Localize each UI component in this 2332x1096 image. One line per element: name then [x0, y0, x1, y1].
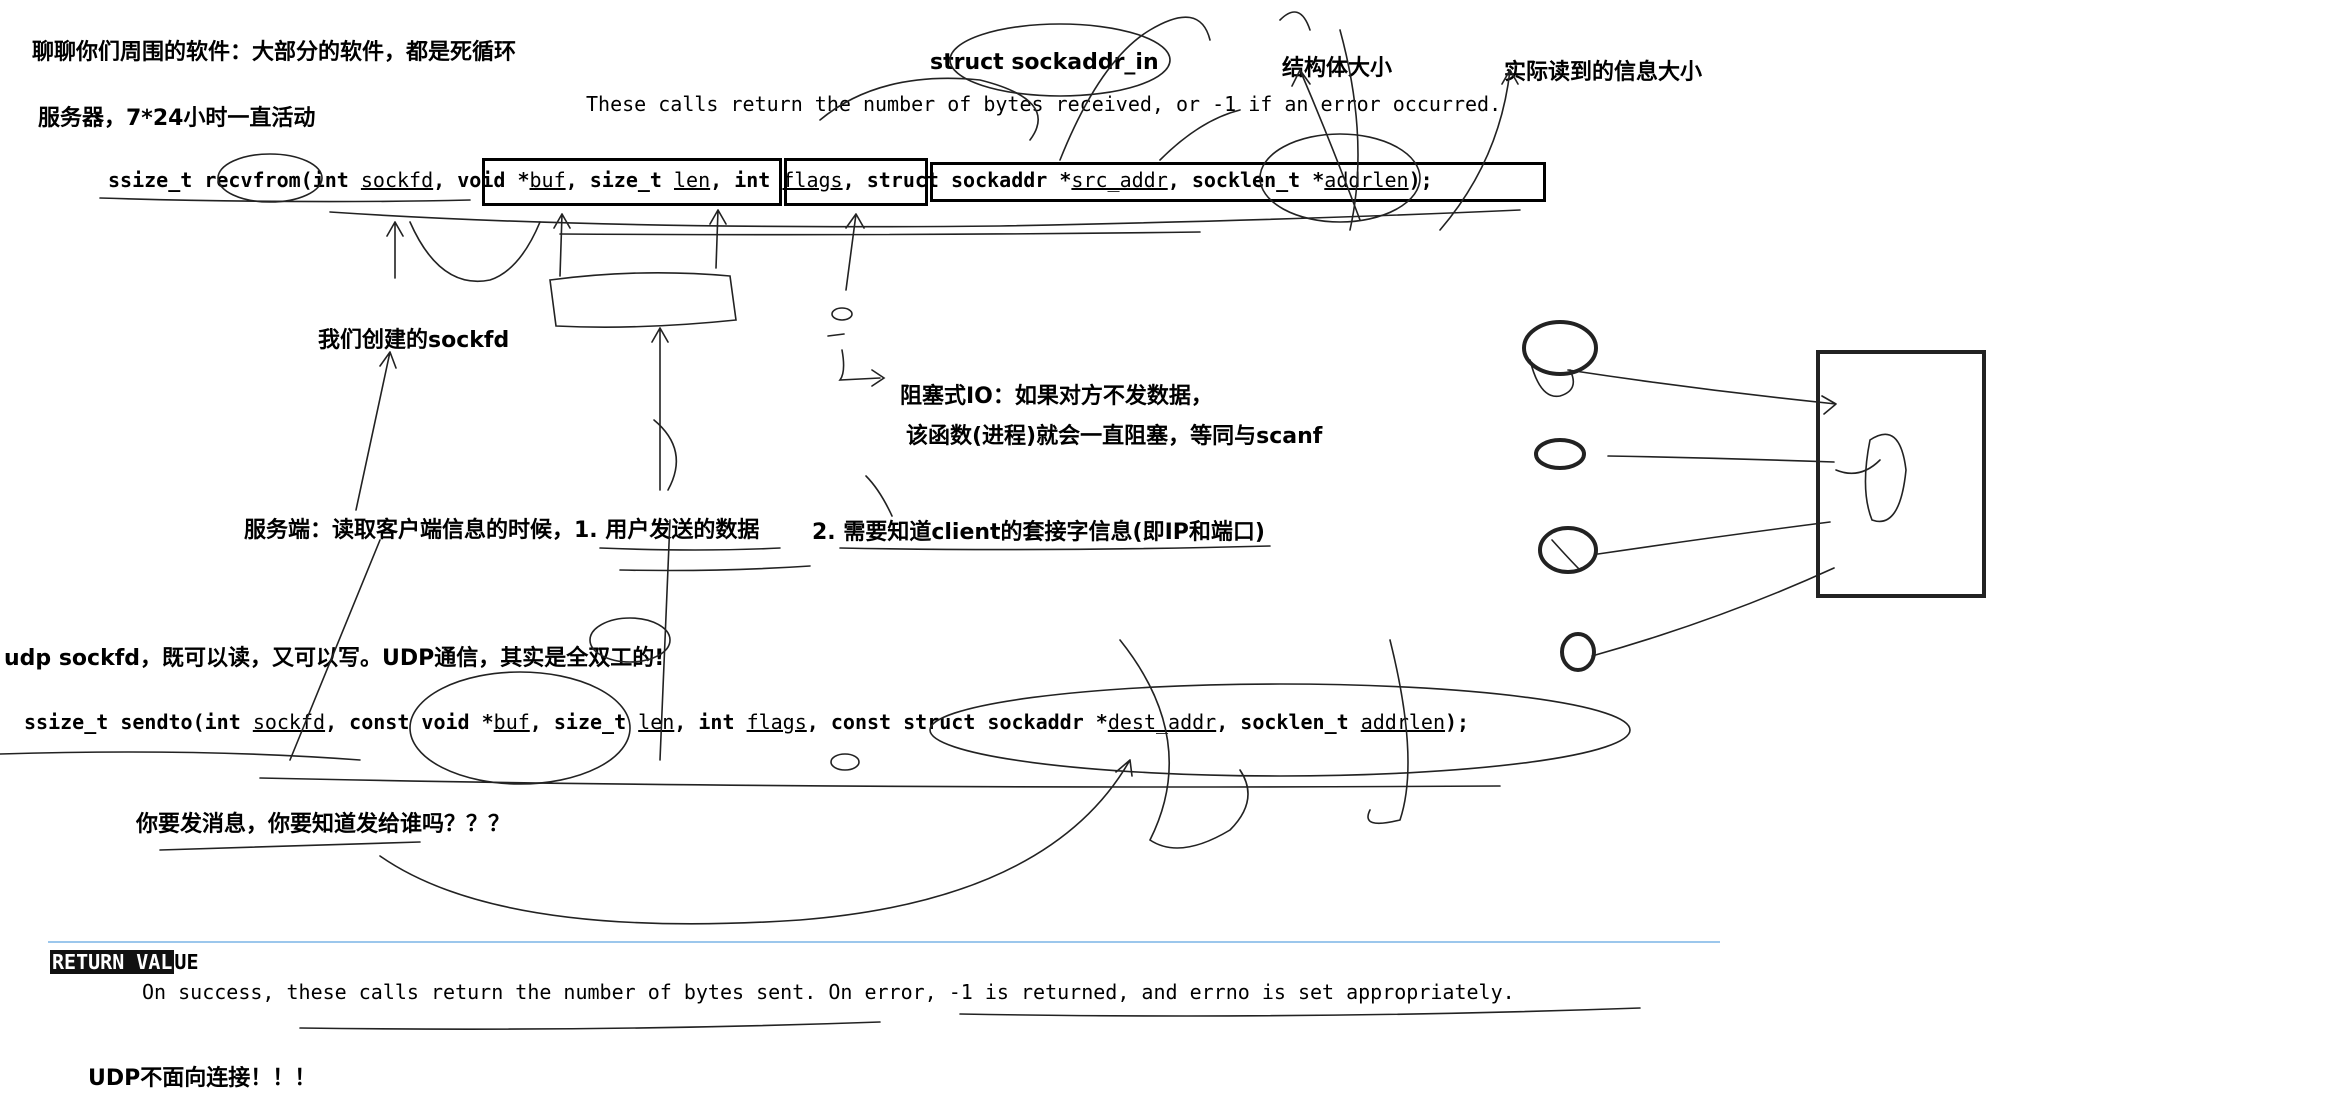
sendto-prototype: ssize_t sendto(int sockfd, const void *b… [24, 710, 1470, 734]
underline-stroke [0, 751, 361, 761]
underline-stroke [959, 1007, 1641, 1017]
note-send-to-whom: 你要发消息，你要知道发给谁吗？？？ [136, 812, 511, 837]
arrow-user-data [651, 327, 669, 491]
underline-stroke [599, 547, 781, 551]
note-server-247: 服务器，7*24小时一直活动 [38, 106, 316, 131]
box-buf-len [482, 158, 782, 206]
scribble-stroke [1551, 539, 1581, 571]
arrow-to-buf [553, 213, 571, 277]
scribble-stroke [653, 419, 678, 491]
scribble-stroke [827, 333, 886, 387]
underline-stroke [259, 777, 1501, 788]
client-circle-3 [1538, 526, 1598, 574]
arrow-client-1 [1567, 369, 1837, 415]
underline-stroke [619, 565, 811, 572]
scribble-box [549, 272, 737, 328]
note-udp-connectionless: UDP不面向连接！！！ [88, 1066, 317, 1091]
note-struct-size: 结构体大小 [1282, 56, 1393, 81]
sendto-end: ); [1445, 710, 1470, 734]
box-src-addr-addrlen [930, 162, 1546, 202]
note-need-client-info: 2. 需要知道client的套接字信息(即IP和端口) [812, 520, 1265, 545]
sendto-addrlen: addrlen [1360, 710, 1446, 734]
scribble-stroke [409, 221, 541, 282]
arrow-client-2 [1607, 455, 1835, 463]
sendto-return-type: ssize_t [24, 710, 109, 734]
underline-stroke [99, 197, 471, 203]
scribble-stroke [830, 753, 860, 771]
scribble-stroke [1835, 459, 1881, 475]
note-struct-sockaddr-in: struct sockaddr_in [930, 50, 1159, 75]
note-actual-read-size: 实际读到的信息大小 [1504, 60, 1703, 85]
underline-stroke [559, 231, 1201, 236]
recv-return-desc: These calls return the number of bytes r… [586, 92, 1502, 116]
arrow-to-len [709, 209, 727, 269]
scribble-stroke [1059, 16, 1211, 161]
note-blocking-io-1: 阻塞式IO：如果对方不发数据， [900, 384, 1213, 409]
recvfrom-p3-type: size_t [589, 168, 674, 192]
server-box [1816, 350, 1986, 598]
arrow-client-4 [1591, 567, 1835, 657]
scribble-stroke [1529, 359, 1575, 398]
recvfrom-len: len [674, 168, 711, 192]
sendto-buf: buf [493, 710, 530, 734]
note-blocking-io-2: 该函数(进程)就会一直阻塞，等同与scanf [906, 424, 1323, 449]
arrow-to-sockfd [386, 221, 404, 279]
client-circle-2 [1534, 438, 1586, 470]
client-circle-1 [1522, 320, 1598, 376]
sendto-len: len [638, 710, 675, 734]
recvfrom-flags: flags [782, 168, 843, 192]
arrow-to-flags [845, 213, 865, 291]
sendto-p3-type: size_t [553, 710, 639, 734]
recvfrom-sockfd: sockfd [360, 168, 434, 192]
arrow-created-sockfd [355, 351, 397, 511]
arrow-client-3 [1597, 521, 1831, 555]
recvfrom-p2-type: void * [457, 168, 530, 192]
recvfrom-p1-type: (int [300, 168, 361, 192]
client-circle-4 [1560, 632, 1596, 672]
sendto-p5-type: const struct sockaddr * [830, 710, 1108, 734]
recvfrom-buf: buf [529, 168, 566, 192]
sendto-dest-addr: dest_addr [1107, 710, 1217, 734]
sendto-name: sendto [120, 710, 193, 734]
underline-stroke [299, 1021, 881, 1030]
note-created-sockfd: 我们创建的sockfd [318, 328, 510, 353]
note-software-loop: 聊聊你们周围的软件：大部分的软件，都是死循环 [32, 40, 517, 65]
scribble-stroke [865, 475, 893, 517]
underline-stroke [839, 545, 1271, 551]
scribble-stroke [831, 307, 853, 321]
scribble-stroke [1119, 639, 1249, 849]
send-return-desc: On success, these calls return the numbe… [142, 980, 1515, 1004]
return-value-heading-highlight: RETURN VAL [50, 950, 175, 974]
sendto-p2-type: const void * [349, 710, 494, 734]
recvfrom-name: recvfrom [204, 168, 301, 192]
section-divider [48, 941, 1720, 943]
return-value-heading-rest: UE [174, 950, 199, 974]
recvfrom-p4-type: int [734, 168, 783, 192]
note-udp-duplex: udp sockfd，既可以读，又可以写。UDP通信，其实是全双工的! [4, 646, 665, 671]
sendto-p1-type: (int [192, 710, 253, 734]
box-flags [784, 158, 928, 206]
arrow-send-who [379, 759, 1133, 925]
scribble-stroke [1864, 433, 1907, 523]
sendto-p6-type: socklen_t [1240, 710, 1361, 734]
recvfrom-p5-type: struct sockaddr * [866, 168, 1072, 192]
underline-stroke [329, 209, 1521, 228]
sendto-sockfd: sockfd [252, 710, 326, 734]
scribble-stroke [1159, 109, 1241, 161]
note-server-read: 服务端：读取客户端信息的时候，1. 用户发送的数据 [244, 518, 760, 543]
recvfrom-src-addr: src_addr [1071, 168, 1168, 192]
sendto-p4-type: int [698, 710, 747, 734]
underline-stroke [159, 841, 421, 851]
sendto-flags: flags [746, 710, 807, 734]
recvfrom-return-type: ssize_t [108, 168, 193, 192]
